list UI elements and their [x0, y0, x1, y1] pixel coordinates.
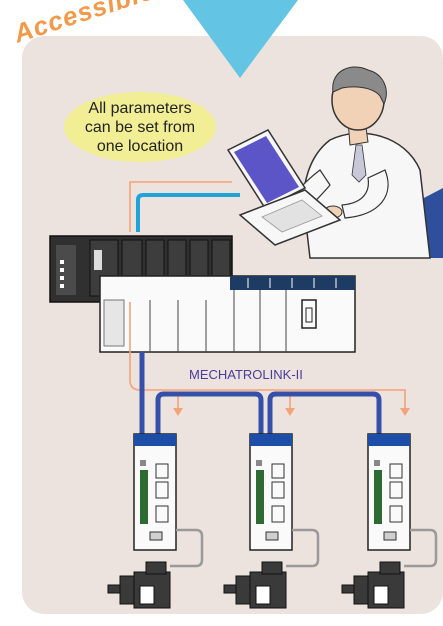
- servo-motor-icon: [341, 561, 405, 609]
- network-cable: [139, 352, 382, 436]
- servo-drive-icon: [367, 433, 411, 551]
- callout-line: All parameters: [88, 99, 192, 117]
- callout-line: can be set from: [84, 118, 196, 136]
- laptop-icon: [226, 129, 342, 246]
- usb-cable: [136, 193, 240, 232]
- callout-text: All parameters can be set from one locat…: [85, 99, 195, 156]
- callout-line: one location: [96, 137, 184, 155]
- servo-motor-icon: [107, 561, 171, 609]
- servo-drive-icon: [249, 433, 293, 551]
- servo-drive-icon: [133, 433, 177, 551]
- down-arrow-icon: [183, 0, 298, 78]
- operator-icon: [277, 66, 431, 259]
- plc-controller-icon: [49, 235, 356, 353]
- signal-cable: [129, 181, 232, 232]
- callout-bubble: All parameters can be set from one locat…: [64, 92, 216, 162]
- network-label: MECHATROLINK-II: [189, 367, 303, 382]
- servo-motor-icon: [223, 561, 287, 609]
